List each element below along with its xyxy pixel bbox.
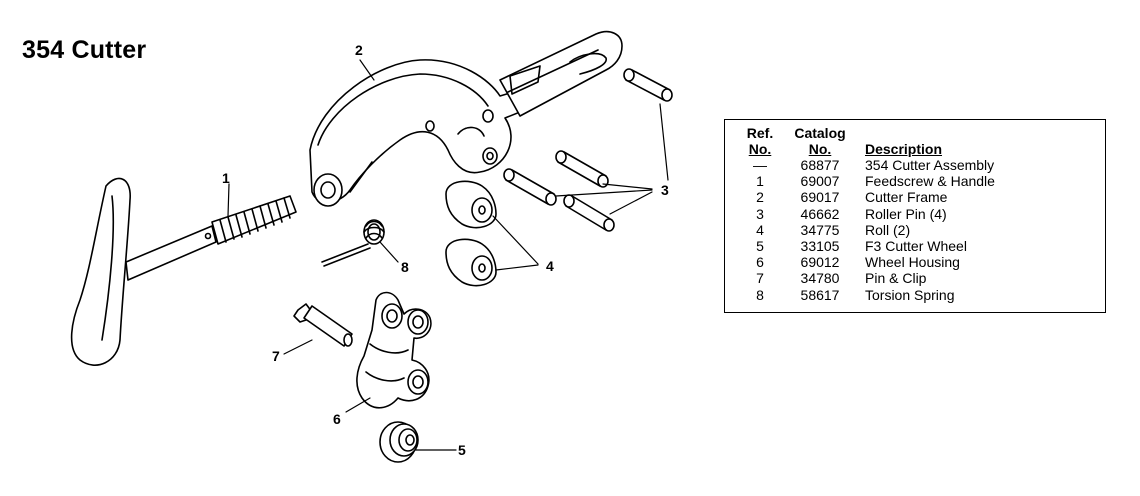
row-description: Roller Pin (4) bbox=[865, 205, 947, 222]
rolls-part bbox=[445, 180, 497, 287]
header-ref-no: Ref. No. bbox=[746, 125, 774, 157]
row-catalog: 33105 bbox=[800, 238, 840, 255]
row-ref: 5 bbox=[756, 238, 764, 255]
row-ref: 3 bbox=[756, 205, 764, 222]
header-description: Description bbox=[865, 141, 943, 157]
table-row: 5 33105 F3 Cutter Wheel bbox=[735, 238, 995, 254]
page-title: 354 Cutter bbox=[22, 36, 147, 64]
table-row: 6 69012 Wheel Housing bbox=[735, 254, 995, 270]
row-catalog: 69012 bbox=[800, 254, 840, 271]
roller-pins-part bbox=[503, 68, 673, 232]
callout-3: 3 bbox=[661, 182, 669, 198]
callout-2: 2 bbox=[355, 42, 363, 58]
callout-7: 7 bbox=[272, 348, 280, 364]
row-description: Roll (2) bbox=[865, 221, 911, 238]
table-row: 8 58617 Torsion Spring bbox=[735, 287, 995, 303]
row-ref: 4 bbox=[756, 221, 764, 238]
table-row: — 68877 354 Cutter Assembly bbox=[735, 157, 995, 173]
table-row: 3 46662 Roller Pin (4) bbox=[735, 206, 995, 222]
feedscrew-handle-part bbox=[70, 177, 297, 366]
callout-8: 8 bbox=[401, 259, 409, 275]
row-catalog: 46662 bbox=[800, 205, 840, 222]
leader-lines bbox=[227, 59, 669, 451]
row-description: 354 Cutter Assembly bbox=[865, 157, 995, 173]
header-catalog-no: Catalog No. bbox=[794, 125, 846, 157]
row-ref: 1 bbox=[756, 173, 764, 190]
cutter-wheel-part bbox=[379, 421, 419, 463]
row-description: Pin & Clip bbox=[865, 270, 927, 287]
row-catalog: 69007 bbox=[800, 173, 840, 190]
callout-6: 6 bbox=[333, 411, 341, 427]
row-ref: 2 bbox=[756, 189, 764, 206]
row-catalog: 34775 bbox=[800, 221, 840, 238]
row-catalog: 69017 bbox=[800, 189, 840, 206]
table-row: 1 69007 Feedscrew & Handle bbox=[735, 173, 995, 189]
row-catalog: 58617 bbox=[800, 286, 840, 303]
callout-1: 1 bbox=[222, 170, 230, 186]
cutter-frame-part bbox=[309, 30, 623, 207]
row-ref: 7 bbox=[756, 270, 764, 287]
parts-list-table: Ref. No. Catalog No. Description — 68877 3… bbox=[724, 119, 1106, 313]
table-row: 2 69017 Cutter Frame bbox=[735, 189, 995, 205]
row-description: Wheel Housing bbox=[865, 254, 960, 271]
table-row: 4 34775 Roll (2) bbox=[735, 222, 995, 238]
torsion-spring-part bbox=[321, 219, 385, 267]
row-description: Torsion Spring bbox=[865, 286, 955, 303]
callout-5: 5 bbox=[458, 442, 466, 458]
callout-4: 4 bbox=[546, 258, 554, 274]
wheel-housing-part bbox=[356, 291, 432, 409]
row-catalog: 34780 bbox=[800, 270, 840, 287]
row-catalog: 68877 bbox=[800, 157, 840, 173]
row-ref: 8 bbox=[756, 286, 764, 303]
row-description: F3 Cutter Wheel bbox=[865, 238, 967, 255]
table-row: 7 34780 Pin & Clip bbox=[735, 270, 995, 286]
row-ref: 6 bbox=[756, 254, 764, 271]
row-description: Feedscrew & Handle bbox=[865, 173, 995, 190]
pin-clip-part bbox=[293, 303, 353, 347]
row-ref: — bbox=[753, 157, 767, 173]
table-header-row: Ref. No. Catalog No. Description bbox=[735, 125, 995, 157]
row-description: Cutter Frame bbox=[865, 189, 948, 206]
